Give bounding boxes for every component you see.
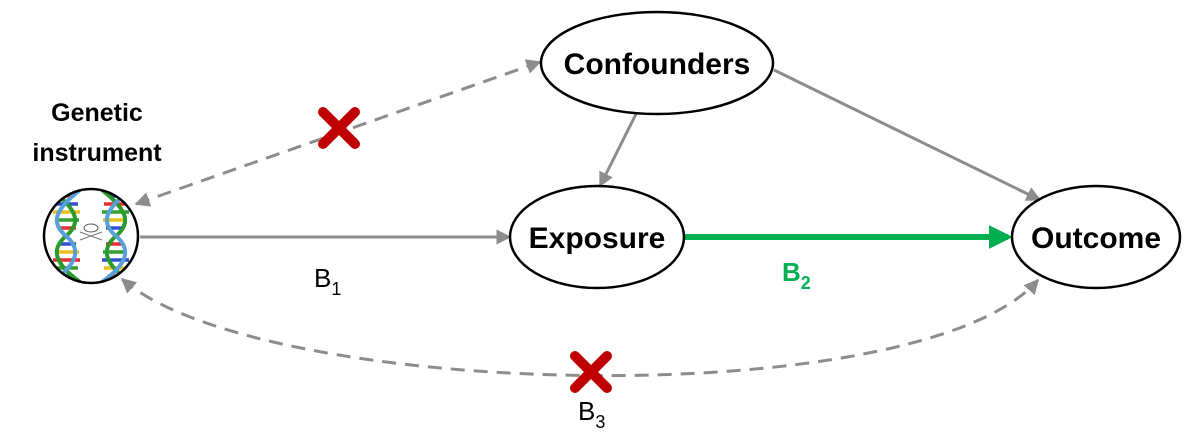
confounders-node: Confounders xyxy=(539,10,775,116)
dna-double-helix-icon xyxy=(50,189,132,283)
instrument-label-line1: Genetic xyxy=(51,99,143,127)
outcome-node: Outcome xyxy=(1010,184,1182,290)
instrument-label-line2: instrument xyxy=(32,139,162,167)
exposure-label: Exposure xyxy=(529,222,666,255)
red-x-icon xyxy=(570,351,612,393)
confounders-exposure-arrow xyxy=(598,113,638,188)
b3-label: B3 xyxy=(578,396,605,432)
instrument-node xyxy=(42,187,140,285)
outcome-label: Outcome xyxy=(1031,222,1161,255)
b1-label: B1 xyxy=(314,263,341,299)
confounders-outcome-arrow xyxy=(773,68,1042,202)
exposure-node: Exposure xyxy=(508,184,686,290)
confounders-label: Confounders xyxy=(564,48,751,81)
red-x-icon xyxy=(318,107,360,149)
b2-label: B2 xyxy=(782,257,811,293)
instrument-outcome-dashed-arrow xyxy=(120,277,1040,377)
